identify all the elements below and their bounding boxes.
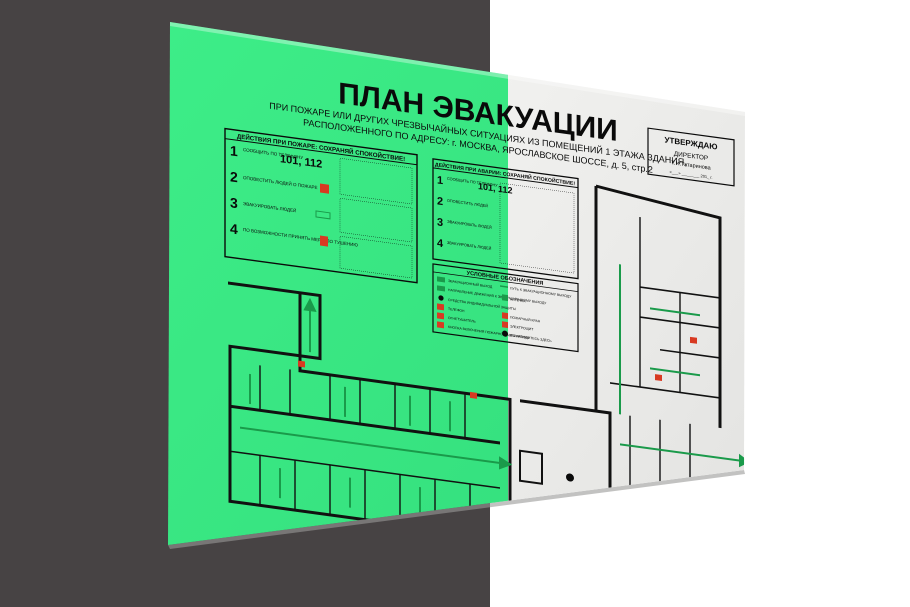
approve-role: ДИРЕКТОР <box>674 151 709 163</box>
board-edge <box>168 470 745 549</box>
legend-item: ЭВАКУАЦИОННЫЙ ВЫХОД <box>448 279 493 289</box>
accident-step-text: ЭВАКУИРОВАТЬ ЛЮДЕЙ <box>447 220 492 230</box>
board-highlight <box>170 22 745 116</box>
accident-step-num: 4 <box>437 237 444 250</box>
fire-step-num: 4 <box>230 220 238 237</box>
evacuation-routes <box>240 264 745 518</box>
legend-item: ТЕЛЕФОН <box>448 307 465 313</box>
accident-step-text: СООБЩИТЬ ПО ТЕЛЕФОНУ <box>447 177 498 188</box>
plan-markers <box>298 336 697 533</box>
extinguisher-icon <box>320 235 328 247</box>
legend-item: ВЫ НАХОДИТЕСЬ ЗДЕСЬ <box>510 333 552 343</box>
legend-item: ОГНЕТУШИТЕЛЬ <box>448 316 476 324</box>
legend-item: ЭЛЕКТРОЩИТ <box>510 324 533 331</box>
accident-step-text: ОПОВЕСТИТЬ ЛЮДЕЙ <box>447 199 488 209</box>
exit-sign-icon <box>315 210 331 220</box>
fire-step-phones: 101, 112 <box>280 153 322 171</box>
legend-item: ПОЖАРНЫЙ КРАН <box>510 315 541 323</box>
fire-step-num: 1 <box>230 142 238 159</box>
accident-step-phones: 101, 112 <box>478 181 512 196</box>
fire-step-num: 2 <box>230 168 238 185</box>
fire-step-num: 3 <box>230 194 238 211</box>
approve-name: Т.И.Татаринова <box>671 160 711 171</box>
accident-step-text: ЗВАКУИРОВАТЬ ЛЮДЕЙ <box>447 241 492 251</box>
legend-item: АПТЕЧКА <box>510 297 526 303</box>
accident-step-num: 1 <box>437 174 443 187</box>
accident-step-num: 2 <box>437 195 443 208</box>
accident-step-num: 3 <box>437 216 443 229</box>
board-glow-half <box>168 22 508 545</box>
approve-date: «___» ________ 201_ г. <box>669 169 712 180</box>
board-plain-half <box>508 22 745 545</box>
fire-alarm-icon <box>320 183 329 194</box>
